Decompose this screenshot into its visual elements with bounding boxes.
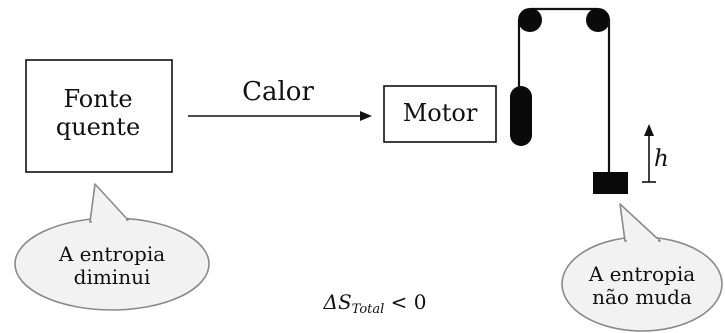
pulley-right — [586, 8, 610, 32]
hot-source-bubble-text: A entropia diminui — [22, 243, 202, 289]
entropy-delta: ΔS — [323, 290, 352, 314]
motor-label: Motor — [402, 99, 478, 127]
hot-source-bubble-line2: diminui — [73, 265, 151, 289]
hot-source-label: Fonte quente — [22, 85, 174, 141]
weight-block — [593, 172, 628, 194]
weight-bubble-line2: não muda — [592, 285, 692, 309]
entropy-inequality: < 0 — [390, 290, 427, 314]
entropy-subscript: Total — [351, 302, 385, 317]
heat-arrow-label: Calor — [242, 77, 314, 107]
height-label: h — [654, 146, 669, 172]
weight-bubble-text: A entropia não muda — [566, 263, 718, 309]
heat-arrow-head — [360, 111, 372, 121]
weight-bubble-line1: A entropia — [588, 262, 696, 286]
hot-source-line1: Fonte — [63, 85, 133, 113]
hot-source-box — [25, 59, 173, 173]
pulley-left — [518, 8, 542, 32]
hot-source-bubble-line1: A entropia — [58, 242, 166, 266]
hot-source-line2: quente — [55, 112, 141, 141]
hot-source-bubble — [14, 183, 210, 311]
weight-bubble — [561, 203, 723, 332]
height-arrow-head — [644, 124, 654, 136]
motor-box — [383, 85, 497, 143]
entropy-relation: ΔSTotal < 0 — [300, 291, 450, 318]
motor-drum — [510, 86, 532, 146]
